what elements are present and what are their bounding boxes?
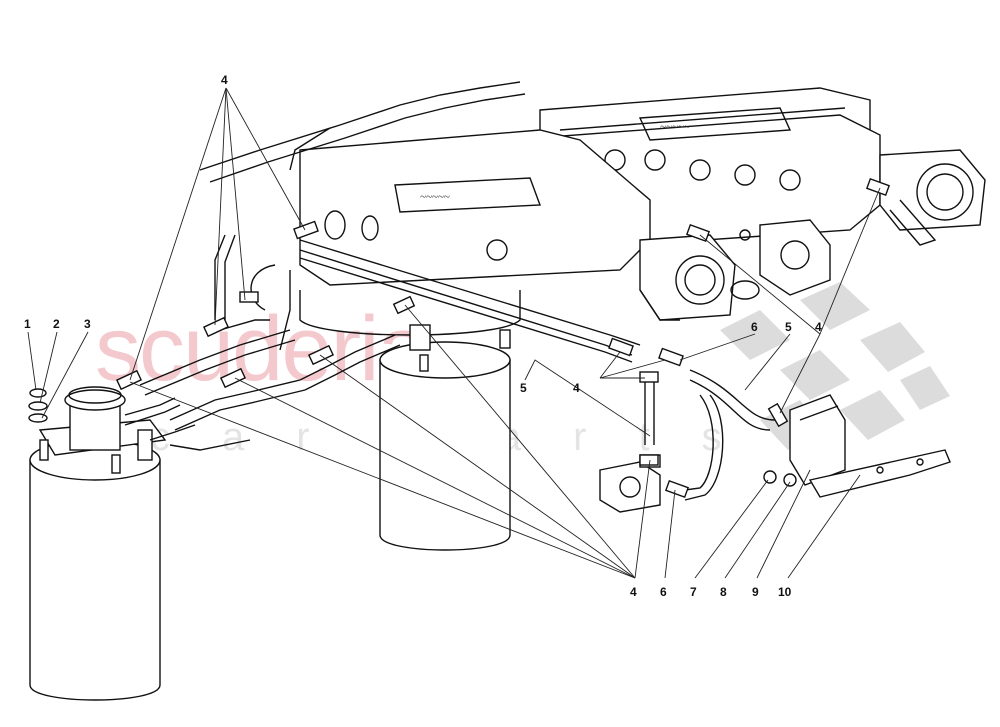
small-parts-left (28, 388, 48, 423)
callout-6-bottom: 6 (660, 585, 667, 599)
hose-clamps (115, 177, 891, 499)
callout-5-mid: 5 (520, 381, 527, 395)
callout-4-right: 4 (815, 320, 822, 334)
callout-3: 3 (84, 317, 91, 331)
center-canister (299, 290, 521, 551)
leader-lines (27, 87, 881, 579)
callout-8: 8 (720, 585, 727, 599)
callout-4-bottom: 4 (630, 585, 637, 599)
engine-badge-rear: ~~~~~ (660, 121, 690, 133)
throttle-body-center (639, 234, 736, 321)
callout-labels: 4 1 2 3 5 4 6 5 4 4 6 7 8 9 10 (24, 73, 822, 599)
callout-9: 9 (752, 585, 759, 599)
left-canister (29, 386, 196, 701)
middle-hoses (139, 329, 401, 451)
engine-badge-front: ~~~~~ (420, 191, 450, 203)
long-hoses (214, 234, 641, 363)
bracket-sensor (763, 394, 951, 498)
idle-valve-unit (730, 219, 831, 300)
callout-4-top: 4 (221, 73, 228, 87)
callout-1: 1 (24, 317, 31, 331)
throttle-body-right (879, 149, 986, 246)
callout-10: 10 (778, 585, 792, 599)
callout-7: 7 (690, 585, 697, 599)
callout-4-mid: 4 (573, 381, 580, 395)
callout-2: 2 (53, 317, 60, 331)
callout-6-right: 6 (751, 320, 758, 334)
engine-intake-front: ~~~~~ (299, 129, 651, 286)
callout-5-right: 5 (785, 320, 792, 334)
